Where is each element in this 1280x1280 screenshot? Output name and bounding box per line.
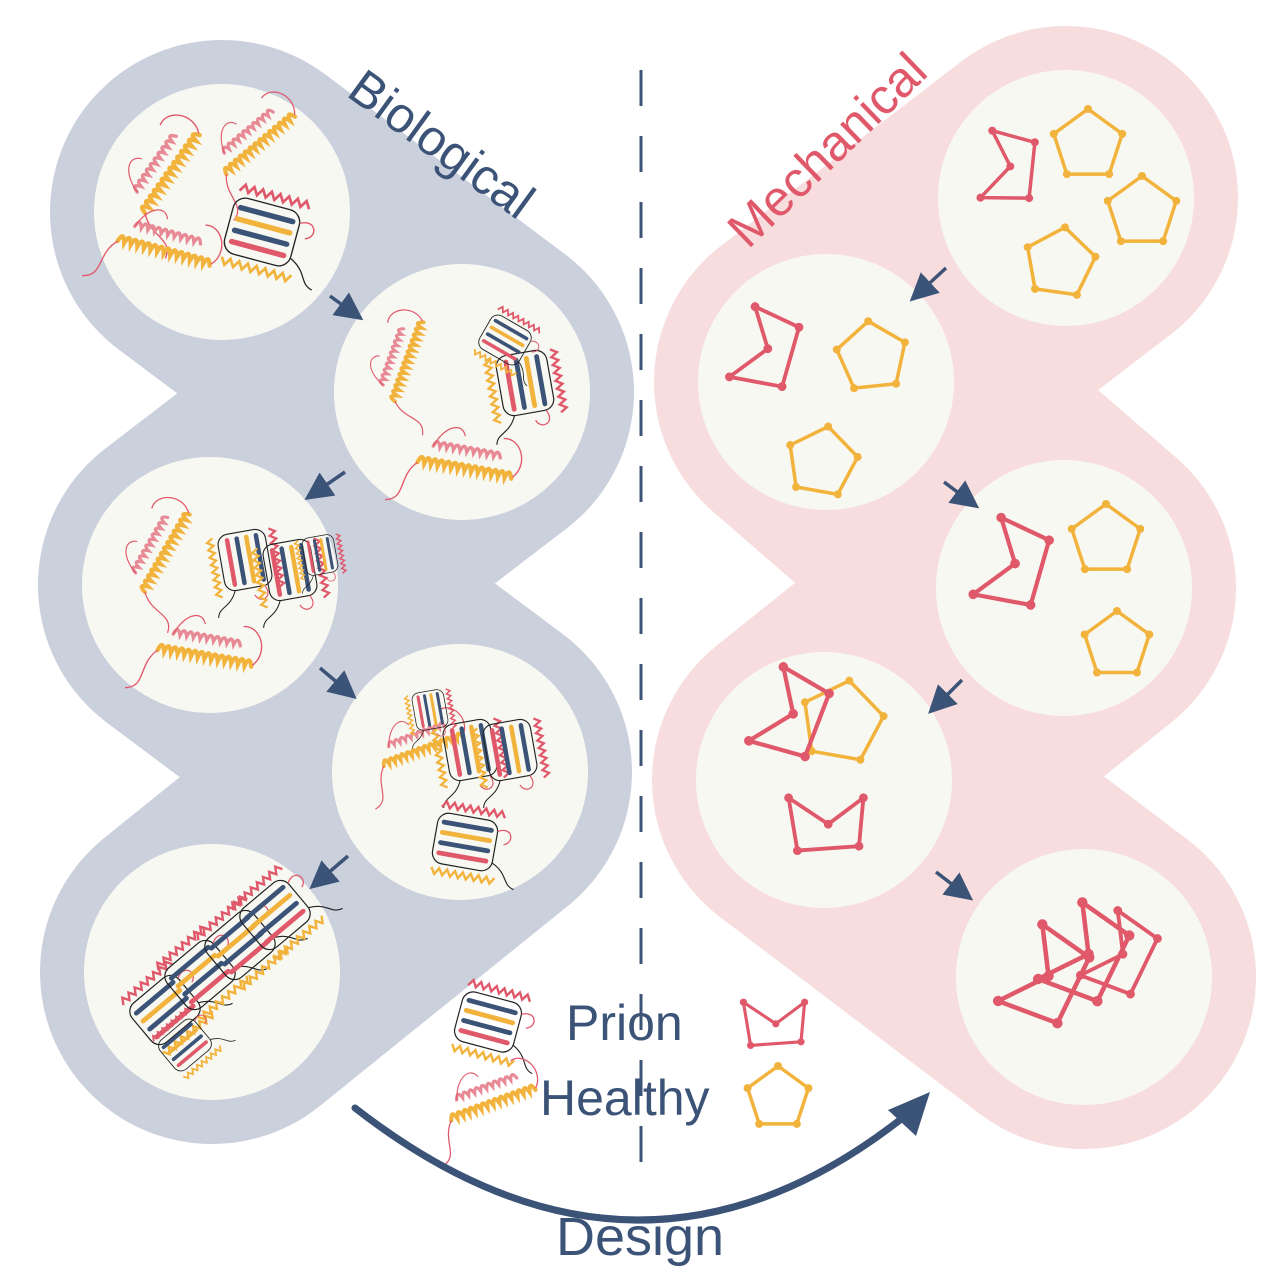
step-arrow-6 bbox=[942, 480, 980, 509]
legend-pentagon bbox=[743, 1062, 813, 1128]
healthy-protein-glyph bbox=[220, 91, 298, 221]
healthy-protein-glyph bbox=[442, 1057, 539, 1167]
prion-protein-glyph bbox=[151, 1007, 236, 1080]
healthy-protein-glyph bbox=[125, 496, 193, 634]
prion-protein-icon bbox=[451, 977, 535, 1075]
mechanical-stage-5 bbox=[956, 849, 1212, 1105]
prion-protein-glyph bbox=[403, 688, 458, 749]
design-label: Design bbox=[556, 1207, 724, 1267]
step-arrow-4 bbox=[309, 854, 350, 890]
healthy-shape-icon bbox=[743, 1062, 813, 1128]
healthy-protein-glyph bbox=[128, 114, 203, 259]
biological-stage-5 bbox=[84, 844, 343, 1100]
prion-protein-glyph bbox=[451, 977, 535, 1075]
design-arrow-head bbox=[888, 1092, 930, 1136]
stage-circle bbox=[82, 457, 338, 713]
healthy-protein-glyph bbox=[370, 309, 429, 436]
prion-vshape bbox=[968, 512, 1054, 610]
step-arrow-5 bbox=[909, 266, 948, 302]
prion-vshape bbox=[976, 126, 1039, 203]
prion-vshape bbox=[784, 793, 868, 855]
mechanical-stage-3 bbox=[936, 460, 1192, 716]
legend-prion-label: Prion bbox=[566, 995, 683, 1051]
design-arrow bbox=[351, 1104, 914, 1224]
prion-protein-glyph bbox=[230, 865, 343, 961]
prion-protein-glyph bbox=[430, 799, 514, 891]
prion-vshape bbox=[1075, 906, 1162, 999]
prion-vshape bbox=[725, 302, 804, 392]
healthy-protein-icon bbox=[442, 1057, 539, 1167]
healthy-protein-glyph bbox=[384, 427, 523, 501]
step-arrow-8 bbox=[934, 870, 974, 901]
step-arrow-3 bbox=[318, 666, 357, 700]
prion-protein-glyph bbox=[473, 305, 541, 387]
step-arrow-1 bbox=[328, 292, 364, 321]
biological-stage-1 bbox=[81, 84, 350, 340]
stage-circle bbox=[938, 70, 1194, 326]
prion-vshape bbox=[1032, 897, 1135, 1007]
step-arrow-2 bbox=[304, 470, 346, 500]
prion-vshape bbox=[739, 998, 809, 1049]
prion-protein-glyph bbox=[293, 533, 348, 594]
legend: Prion Healthy bbox=[442, 977, 813, 1167]
mechanical-stage-1 bbox=[938, 70, 1194, 326]
biological-stage-2 bbox=[334, 264, 590, 520]
healthy-protein-glyph bbox=[375, 707, 466, 810]
prion-shape-icon bbox=[739, 998, 809, 1049]
stage-circle bbox=[334, 264, 590, 520]
healthy-pentagon bbox=[1103, 172, 1181, 246]
legend-healthy-label: Healthy bbox=[540, 1070, 710, 1126]
mechanical-stage-2 bbox=[698, 254, 954, 510]
biological-stage-3 bbox=[82, 457, 348, 713]
prion-protein-glyph bbox=[204, 527, 287, 619]
prion-protein-glyph bbox=[469, 717, 552, 809]
step-arrow-7 bbox=[928, 678, 964, 714]
healthy-pentagon bbox=[786, 422, 862, 499]
step-arrows bbox=[304, 266, 980, 901]
prion-protein-glyph bbox=[482, 348, 569, 445]
healthy-pentagon bbox=[1049, 105, 1127, 179]
prion-protein-glyph bbox=[249, 537, 332, 629]
stage-circle bbox=[94, 84, 350, 340]
healthy-protein-glyph bbox=[81, 209, 223, 277]
biological-stage-4 bbox=[332, 644, 588, 900]
healthy-protein-glyph bbox=[124, 615, 263, 689]
biological-stages bbox=[81, 84, 590, 1100]
prion-protein-glyph bbox=[220, 182, 315, 291]
healthy-pentagon bbox=[1080, 607, 1154, 677]
mechanical-stages bbox=[696, 70, 1212, 1105]
stage-circle bbox=[696, 652, 952, 908]
healthy-pentagon bbox=[1023, 223, 1100, 299]
prion-vshape bbox=[744, 662, 834, 762]
mechanical-stage-4 bbox=[696, 652, 952, 908]
stage-circle bbox=[698, 254, 954, 510]
stage-circle bbox=[936, 460, 1192, 716]
healthy-pentagon bbox=[1067, 500, 1145, 574]
healthy-pentagon bbox=[832, 317, 909, 393]
